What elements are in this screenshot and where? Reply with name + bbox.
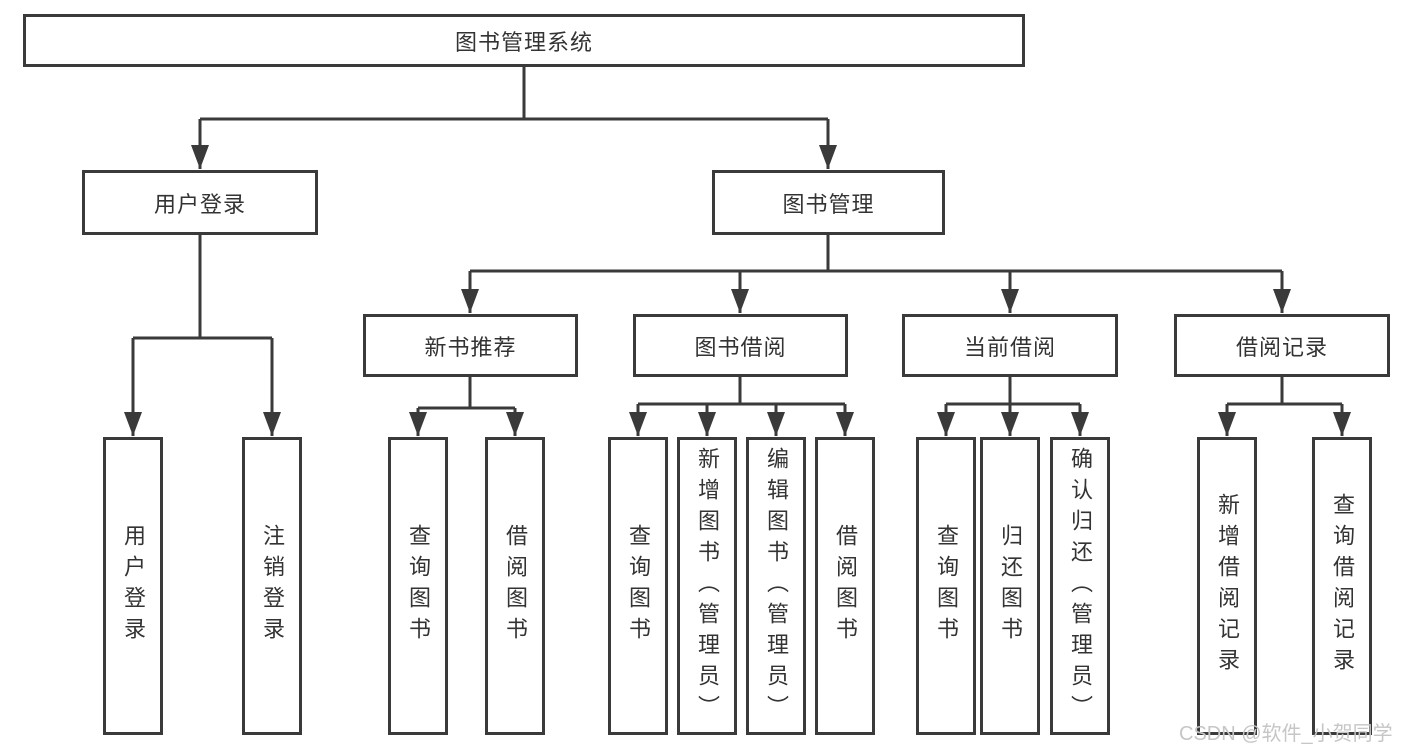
leaf-user-login-label: 用户登录 [121, 524, 146, 648]
leaf-return-books-label: 归还图书 [998, 524, 1023, 648]
leaf-add-book-admin: 新增图书（管理员） [677, 437, 737, 735]
node-new-book-recommend-label: 新书推荐 [424, 334, 517, 360]
connectors-borrow-records [1218, 377, 1351, 436]
leaf-query-books-recommend-label: 查询图书 [406, 524, 431, 648]
node-current-borrow: 当前借阅 [902, 314, 1118, 377]
leaf-borrow-books-recommend-label: 借阅图书 [503, 524, 528, 648]
leaf-logout-label: 注销登录 [260, 524, 285, 648]
leaf-borrow-books-label: 借阅图书 [833, 524, 858, 648]
node-library-system-label: 图书管理系统 [454, 29, 593, 55]
leaf-query-books-borrow: 查询图书 [608, 437, 668, 735]
node-book-management-label: 图书管理 [782, 191, 875, 217]
connectors-user-login [124, 235, 281, 436]
leaf-add-borrow-record-label: 新增借阅记录 [1215, 493, 1240, 679]
leaf-query-books-borrow-label: 查询图书 [626, 524, 651, 648]
node-book-management: 图书管理 [712, 170, 945, 235]
leaf-user-login: 用户登录 [103, 437, 163, 735]
leaf-confirm-return-admin-label: 确认归还（管理员） [1068, 446, 1093, 726]
node-new-book-recommend: 新书推荐 [363, 314, 578, 377]
connectors-book-borrow [629, 377, 854, 436]
node-current-borrow-label: 当前借阅 [963, 334, 1056, 360]
leaf-confirm-return-admin: 确认归还（管理员） [1050, 437, 1110, 735]
leaf-borrow-books: 借阅图书 [815, 437, 875, 735]
connectors-root [191, 67, 837, 169]
watermark: CSDN @软件_小贺同学 [1179, 723, 1393, 745]
leaf-edit-book-admin-label: 编辑图书（管理员） [764, 446, 789, 726]
node-book-borrow: 图书借阅 [633, 314, 848, 377]
leaf-add-book-admin-label: 新增图书（管理员） [695, 446, 720, 726]
node-user-login: 用户登录 [82, 170, 318, 235]
leaf-add-borrow-record: 新增借阅记录 [1197, 437, 1257, 735]
leaf-query-books-recommend: 查询图书 [388, 437, 448, 735]
leaf-return-books: 归还图书 [980, 437, 1040, 735]
leaf-query-books-current: 查询图书 [916, 437, 976, 735]
leaf-borrow-books-recommend: 借阅图书 [485, 437, 545, 735]
leaf-logout: 注销登录 [242, 437, 302, 735]
node-user-login-label: 用户登录 [153, 191, 246, 217]
connectors-current-borrow [937, 377, 1089, 436]
node-library-system: 图书管理系统 [23, 14, 1025, 67]
connectors-book-management [461, 235, 1291, 313]
leaf-query-borrow-record: 查询借阅记录 [1312, 437, 1372, 735]
connectors-new-book-recommend [409, 377, 524, 436]
leaf-edit-book-admin: 编辑图书（管理员） [746, 437, 806, 735]
node-borrow-records-label: 借阅记录 [1235, 334, 1328, 360]
leaf-query-books-current-label: 查询图书 [934, 524, 959, 648]
node-borrow-records: 借阅记录 [1174, 314, 1390, 377]
leaf-query-borrow-record-label: 查询借阅记录 [1330, 493, 1355, 679]
node-book-borrow-label: 图书借阅 [694, 334, 787, 360]
